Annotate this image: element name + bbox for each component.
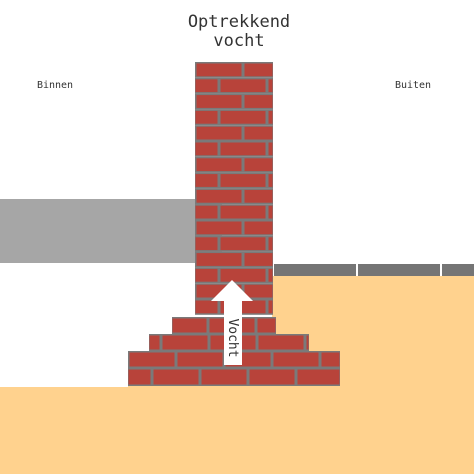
brick bbox=[172, 318, 207, 333]
brick bbox=[244, 253, 273, 266]
brick bbox=[244, 158, 273, 172]
brick bbox=[196, 253, 242, 266]
brick bbox=[244, 284, 273, 298]
brick bbox=[268, 142, 273, 156]
brick bbox=[268, 268, 273, 282]
floor-slab bbox=[0, 199, 222, 263]
brick bbox=[195, 237, 218, 251]
brick bbox=[195, 79, 218, 93]
brick bbox=[297, 369, 340, 385]
brick bbox=[258, 335, 304, 350]
brick bbox=[153, 369, 199, 385]
brick bbox=[268, 174, 273, 187]
brick bbox=[196, 221, 242, 235]
outside-label: Buiten bbox=[395, 80, 431, 91]
title-line-2: vocht bbox=[213, 31, 264, 51]
brick bbox=[273, 352, 319, 367]
brick bbox=[128, 369, 151, 385]
brick bbox=[306, 335, 309, 350]
brick bbox=[321, 352, 340, 367]
brick bbox=[249, 369, 295, 385]
brick bbox=[220, 79, 266, 93]
moisture-label: Vocht bbox=[225, 318, 240, 357]
brick bbox=[244, 126, 273, 140]
paving-strip bbox=[274, 264, 474, 276]
brick bbox=[195, 174, 218, 187]
brick bbox=[257, 318, 276, 333]
inside-label: Binnen bbox=[37, 80, 73, 91]
brick bbox=[220, 174, 266, 187]
brick bbox=[268, 205, 273, 219]
brick bbox=[195, 205, 218, 219]
brick bbox=[196, 95, 242, 108]
brick-wall bbox=[128, 62, 340, 386]
brick bbox=[220, 110, 266, 124]
brick bbox=[220, 268, 266, 282]
brick bbox=[177, 352, 223, 367]
paving-joint bbox=[440, 264, 442, 276]
brick bbox=[268, 300, 273, 314]
brick bbox=[196, 63, 242, 77]
brick bbox=[201, 369, 247, 385]
brick bbox=[268, 79, 273, 93]
brick bbox=[195, 110, 218, 124]
brick bbox=[244, 63, 273, 77]
brick bbox=[195, 300, 218, 314]
brick bbox=[244, 95, 273, 108]
moisture-arrow bbox=[211, 280, 253, 365]
brick bbox=[220, 237, 266, 251]
soil-base bbox=[0, 387, 474, 474]
brick bbox=[196, 158, 242, 172]
brick bbox=[129, 352, 175, 367]
brick bbox=[195, 142, 218, 156]
brick bbox=[196, 189, 242, 203]
brick bbox=[149, 335, 160, 350]
paving-joint bbox=[356, 264, 358, 276]
brick bbox=[244, 189, 273, 203]
brick bbox=[268, 110, 273, 124]
soil-under-wall bbox=[128, 386, 340, 390]
brick bbox=[244, 221, 273, 235]
brick bbox=[220, 142, 266, 156]
brick bbox=[220, 205, 266, 219]
brick bbox=[195, 268, 218, 282]
title-line-1: Optrekkend bbox=[188, 12, 290, 32]
outside-paving bbox=[274, 264, 474, 276]
brick bbox=[268, 237, 273, 251]
brick bbox=[162, 335, 208, 350]
brick bbox=[196, 126, 242, 140]
